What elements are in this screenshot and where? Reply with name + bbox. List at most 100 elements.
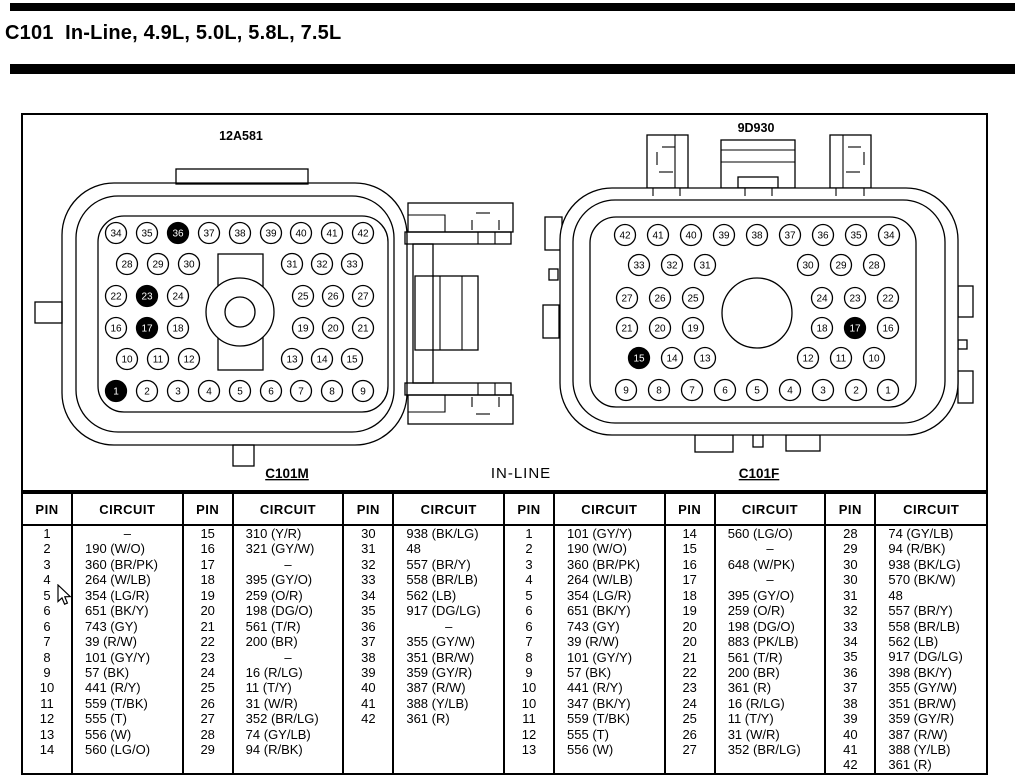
circuit-cell: 361 (R): [406, 711, 450, 727]
circuit-cell: 387 (R/W): [888, 726, 948, 742]
pin-cell: 32: [826, 603, 877, 619]
circuit-cell: –: [123, 526, 131, 542]
circuit-cell: 39 (R/W): [567, 634, 620, 650]
pin-cell: 23: [665, 680, 716, 696]
circuit-cell: 259 (O/R): [727, 603, 785, 619]
pin-cell: 29: [826, 541, 877, 557]
pin-C101M-16: 16: [104, 316, 128, 340]
pin-cell: 20: [665, 634, 716, 650]
svg-text:27: 27: [621, 294, 633, 305]
circuit-cell: 387 (R/W): [406, 680, 466, 696]
pin-C101F-42: 42: [613, 223, 637, 247]
table-row: 15–: [665, 541, 826, 557]
pin-cell: 10: [505, 680, 556, 696]
svg-text:41: 41: [326, 229, 338, 240]
svg-text:14: 14: [316, 355, 328, 366]
pin-cell: 11: [23, 695, 73, 712]
circuit-cell: 190 (W/O): [85, 541, 145, 557]
svg-text:11: 11: [836, 354, 847, 365]
circuit-cell: [715, 758, 826, 773]
svg-text:25: 25: [297, 292, 309, 303]
svg-text:22: 22: [110, 292, 122, 303]
pin-C101M-17: 17: [135, 316, 159, 340]
pin-C101M-24: 24: [166, 284, 190, 308]
pin-cell: 19: [183, 587, 234, 604]
pin-C101M-30: 30: [177, 252, 201, 276]
pin-C101F-25: 25: [681, 286, 705, 310]
pin-C101F-23: 23: [843, 286, 867, 310]
circuit-cell: –: [284, 649, 292, 665]
pin-C101F-7: 7: [680, 378, 704, 402]
pin-cell: 39: [826, 711, 877, 727]
svg-text:2: 2: [853, 386, 859, 397]
svg-text:36: 36: [817, 231, 829, 242]
circuit-cell: 57 (BK): [567, 664, 612, 680]
right-keyway-circle: [721, 277, 793, 349]
pin-C101F-8: 8: [647, 378, 671, 402]
male-latch-hardware: [404, 202, 514, 425]
pin-cell: 25: [665, 711, 716, 727]
svg-text:12: 12: [183, 355, 195, 366]
circuit-cell: 352 (BR/LG): [727, 742, 801, 758]
svg-text:3: 3: [175, 387, 181, 398]
pin-cell: 38: [344, 649, 395, 665]
svg-text:13: 13: [699, 354, 711, 365]
left-bottom-tab: [232, 444, 255, 467]
pin-C101F-15: 15: [627, 346, 651, 370]
circuit-cell: 917 (DG/LG): [888, 649, 963, 665]
pin-cell: 33: [344, 572, 395, 588]
circuit-cell: 651 (BK/Y): [85, 603, 149, 619]
svg-text:8: 8: [329, 387, 335, 398]
pin-cell: [665, 757, 716, 773]
pin-cell: 42: [344, 711, 395, 727]
svg-text:29: 29: [835, 261, 847, 272]
right-bracket-right: [829, 134, 872, 189]
table-row: 23–: [183, 649, 344, 665]
circuit-cell: 938 (BK/LG): [888, 556, 961, 572]
pin-C101F-36: 36: [811, 223, 835, 247]
circuit-cell: 557 (BR/Y): [406, 556, 471, 572]
pin-C101F-39: 39: [712, 223, 736, 247]
pin-C101F-10: 10: [862, 346, 886, 370]
circuit-cell: 351 (BR/W): [406, 649, 475, 665]
circuit-cell: 743 (GY): [567, 618, 620, 634]
svg-text:37: 37: [784, 231, 796, 242]
table-row: [344, 757, 504, 773]
circuit-header: CIRCUIT: [393, 494, 505, 526]
pin-header: PIN: [183, 494, 234, 526]
pin-C101F-28: 28: [862, 253, 886, 277]
circuit-cell: 562 (LB): [888, 633, 939, 649]
pin-cell: 30: [344, 525, 395, 542]
circuit-cell: 361 (R): [888, 757, 932, 773]
circuit-cell: 359 (GY/R): [406, 664, 473, 680]
circuit-cell: 648 (W/PK): [727, 556, 795, 572]
pin-cell: 25: [183, 680, 234, 696]
pin-cell: 6: [23, 618, 73, 635]
circuit-cell: 558 (BR/LB): [888, 618, 960, 634]
svg-text:34: 34: [110, 229, 122, 240]
circuit-cell: 259 (O/R): [245, 587, 303, 603]
pin-C101M-6: 6: [259, 379, 283, 403]
